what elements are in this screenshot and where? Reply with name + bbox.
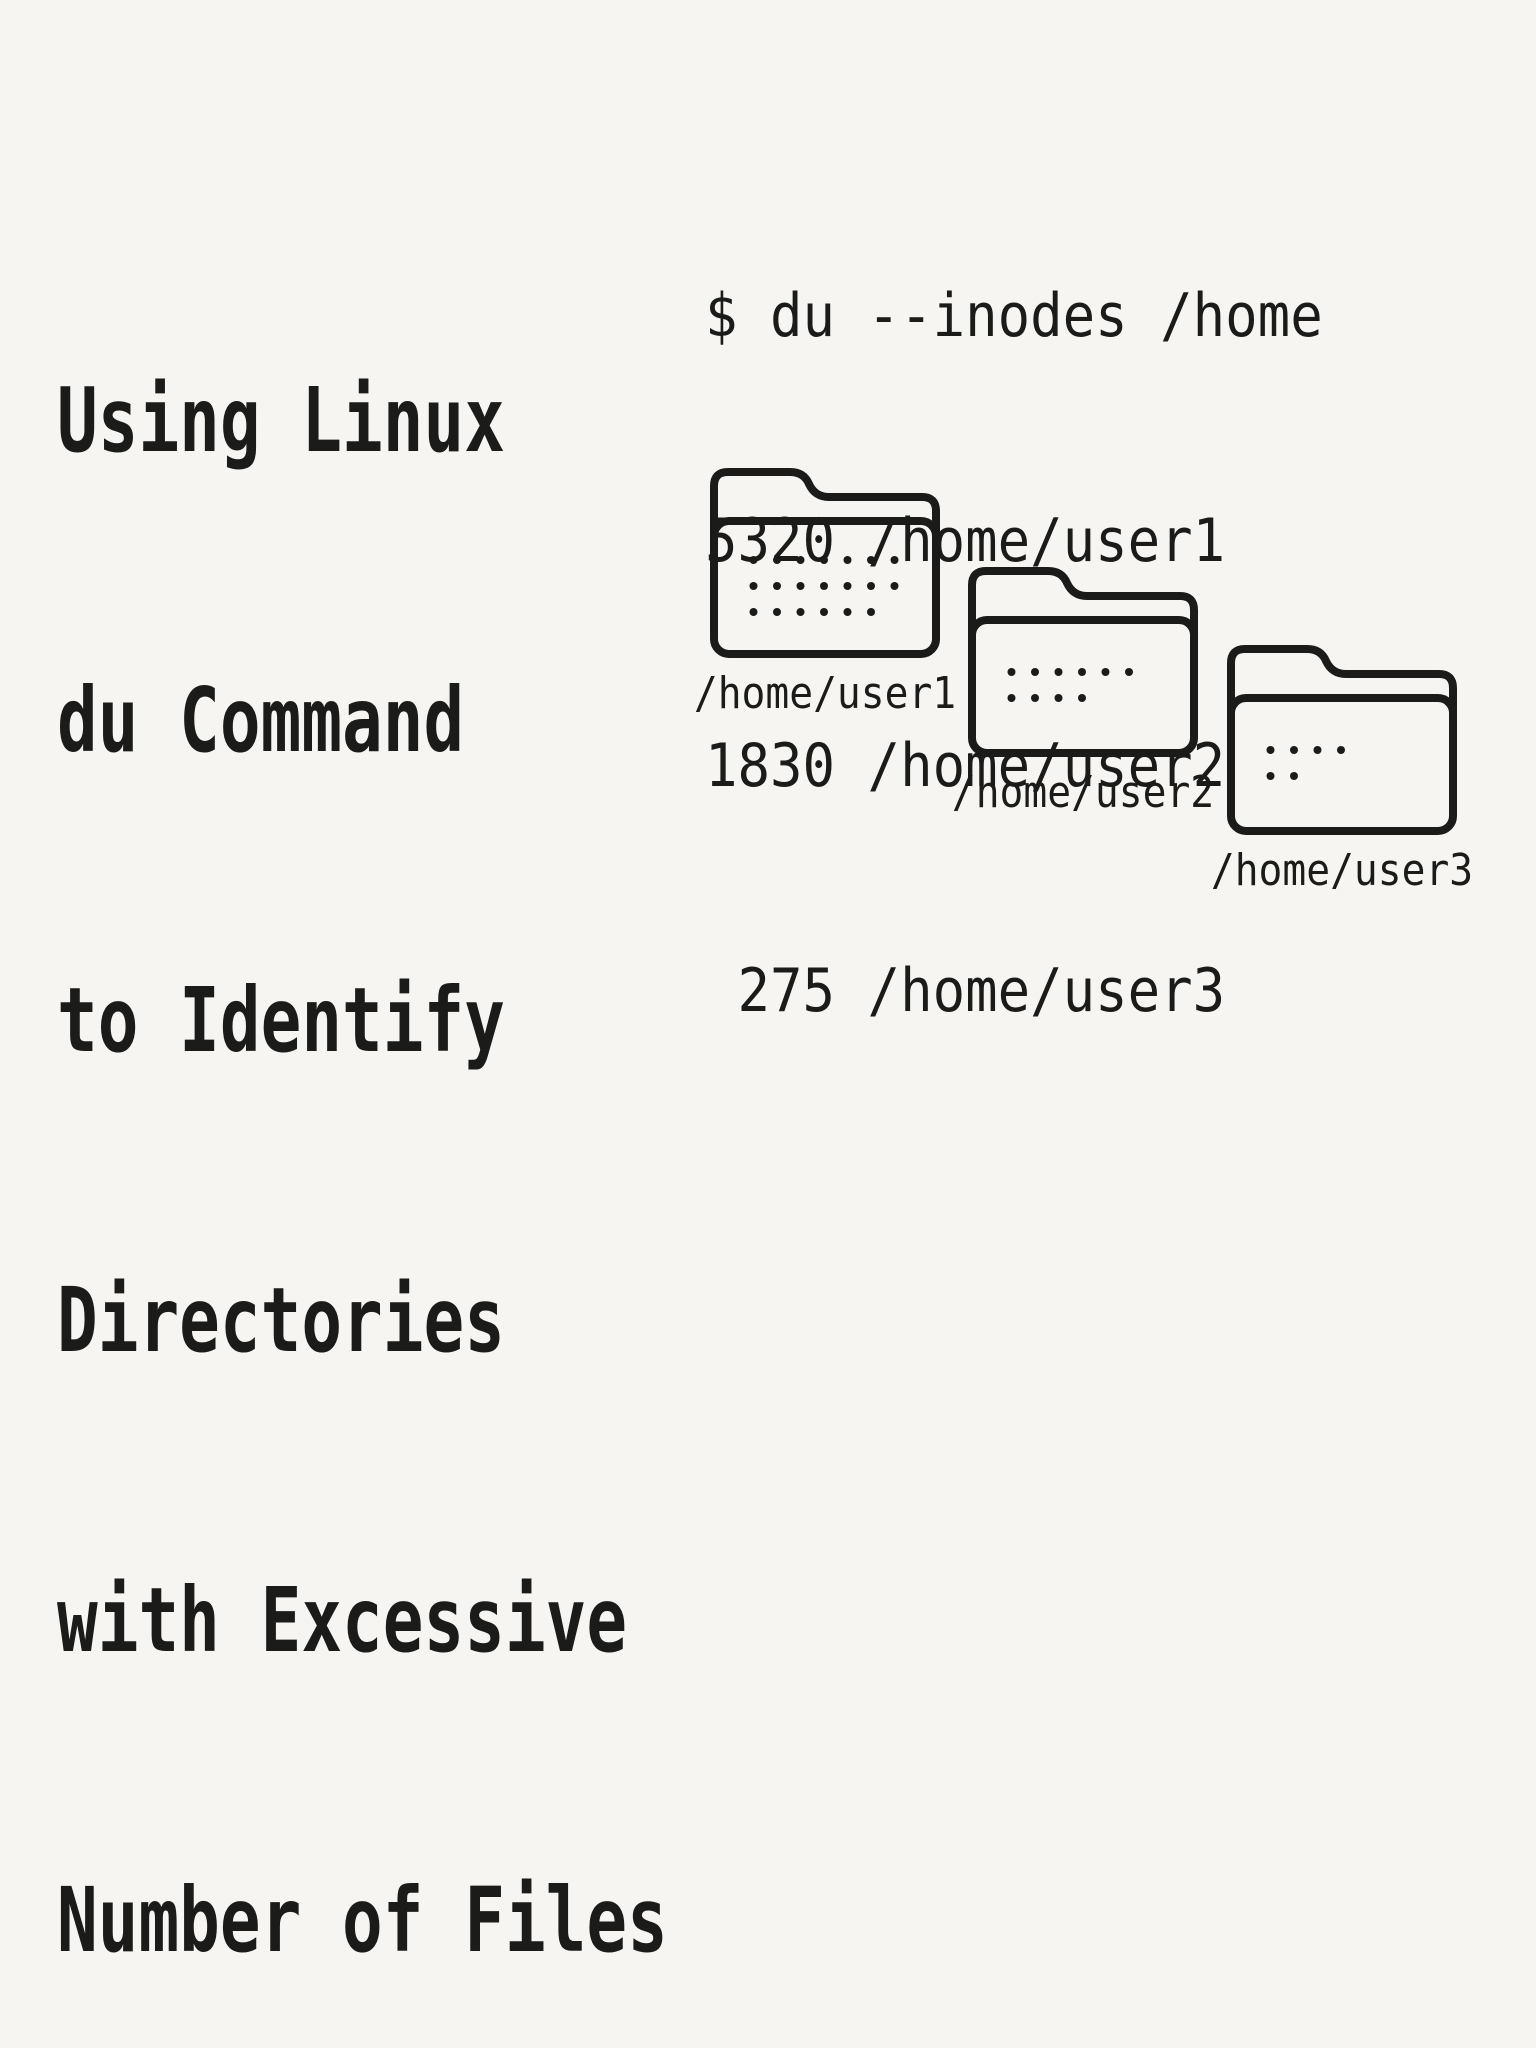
title-line: Directories <box>57 1268 505 1372</box>
title-line: du Command <box>57 668 465 772</box>
file-dot <box>1266 772 1275 780</box>
file-dot <box>1101 668 1110 676</box>
file-dot <box>890 556 899 564</box>
file-dot <box>1337 746 1345 754</box>
file-dot <box>1313 746 1322 754</box>
file-dot <box>749 582 758 590</box>
file-dot <box>820 556 828 564</box>
file-dot <box>890 582 899 590</box>
file-dot <box>867 556 875 564</box>
file-dot <box>796 582 805 590</box>
file-dot <box>1007 668 1016 676</box>
file-dot <box>843 556 852 564</box>
terminal-output-line: 275 /home/user3 <box>705 956 1226 1026</box>
file-dot <box>1125 668 1133 676</box>
folder-label: /home/user3 <box>1210 845 1474 896</box>
file-dot <box>1031 694 1039 702</box>
file-dot <box>867 582 875 590</box>
file-dot <box>843 582 852 590</box>
folder-user3: /home/user3 <box>1211 645 1473 896</box>
file-dot <box>1290 746 1298 754</box>
folder-icon <box>710 468 940 658</box>
folder-icon <box>1227 645 1457 835</box>
file-dot <box>773 556 781 564</box>
du-command-illustration: Using Linux du Command to Identify Direc… <box>57 281 1473 1970</box>
title-line: Using Linux <box>57 368 505 472</box>
page-title: Using Linux du Command to Identify Direc… <box>57 170 668 2048</box>
title-line: with Excessive <box>57 1568 628 1672</box>
file-dot <box>1031 668 1039 676</box>
file-dot <box>1290 772 1298 780</box>
terminal-output: $ du --inodes /home 5320 /home/user1 183… <box>705 129 1323 1179</box>
file-dot <box>1054 668 1063 676</box>
folder-label: /home/user1 <box>693 668 957 719</box>
file-dot <box>796 556 805 564</box>
file-dot <box>1078 668 1086 676</box>
file-dot <box>820 582 828 590</box>
folder-user1: /home/user1 <box>694 468 956 719</box>
title-line: to Identify <box>57 968 505 1072</box>
terminal-output-line: 1830 /home/user2 <box>705 731 1226 801</box>
file-dot <box>773 582 781 590</box>
file-dot <box>843 608 852 616</box>
file-dot <box>749 556 758 564</box>
file-dot <box>867 608 875 616</box>
file-dot <box>1054 694 1063 702</box>
terminal-command-line: $ du --inodes /home <box>705 281 1323 351</box>
folder-user2: /home/user2 <box>952 567 1214 818</box>
title-line: Number of Files <box>57 1868 668 1972</box>
file-dot <box>820 608 828 616</box>
file-dot <box>796 608 805 616</box>
file-dot <box>749 608 758 616</box>
file-dot <box>1007 694 1016 702</box>
file-dot <box>773 608 781 616</box>
file-dot <box>1266 746 1275 754</box>
folder-icon <box>968 567 1198 757</box>
folder-label: /home/user2 <box>951 767 1215 818</box>
file-dot <box>1078 694 1086 702</box>
